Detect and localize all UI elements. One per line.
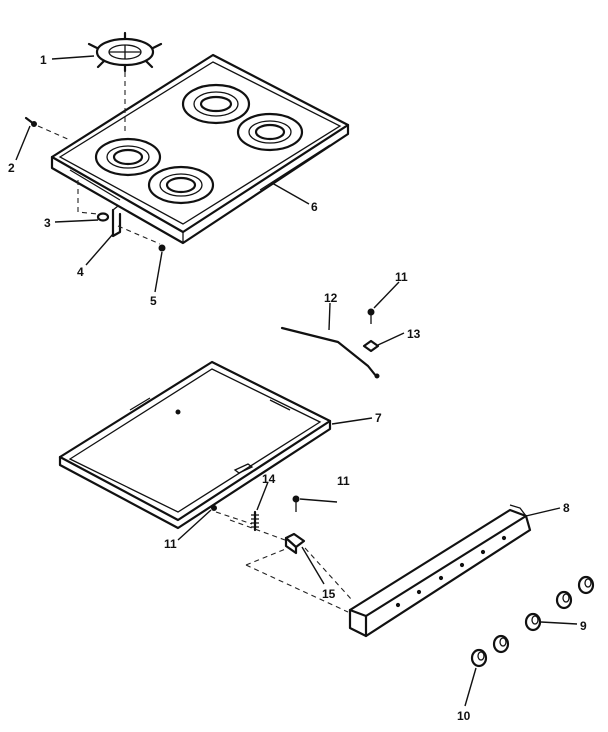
clip-3-alignment — [77, 180, 99, 215]
screw-part-11-upper — [367, 308, 375, 324]
callout-4: 4 — [77, 265, 84, 279]
rod-part-12 — [280, 326, 380, 379]
callout-8: 8 — [563, 501, 570, 515]
screw-11-alignment — [215, 511, 253, 525]
callout-2: 2 — [8, 161, 15, 175]
clip-part-13 — [362, 339, 380, 353]
burner-well-rear-left — [181, 83, 251, 125]
burner-well-front-right — [147, 165, 215, 205]
panel-alignment-right — [304, 547, 353, 601]
callout-11-lower: 11 — [164, 537, 177, 551]
callout-12: 12 — [324, 291, 338, 305]
callout-7: 7 — [375, 411, 382, 425]
bracket-part-15 — [284, 532, 306, 555]
callout-5: 5 — [150, 294, 157, 308]
callout-15: 15 — [322, 587, 336, 601]
callout-13: 13 — [407, 327, 421, 341]
callout-14: 14 — [262, 472, 276, 486]
callout-11-mid: 11 — [337, 474, 350, 488]
leader-lines — [15, 55, 578, 707]
burner-box-pan — [58, 360, 332, 530]
burner-well-front-left — [94, 137, 162, 177]
callout-1: 1 — [40, 53, 47, 67]
screw-part-11-mid — [292, 495, 300, 512]
panel-alignment-bottom — [245, 564, 349, 613]
control-knob-2 — [492, 634, 510, 654]
control-knob-4 — [555, 590, 573, 610]
clip-part-3 — [96, 212, 110, 222]
control-knob-3 — [524, 612, 542, 632]
screw-part-11-lower — [211, 505, 217, 511]
control-knob-1 — [470, 648, 488, 668]
screw-2-alignment — [37, 125, 71, 141]
cooktop-panel — [50, 53, 350, 245]
bracket-alignment-left — [245, 547, 289, 566]
bolt-part-14 — [251, 510, 259, 532]
callout-6: 6 — [311, 200, 318, 214]
burner-well-rear-right — [236, 112, 304, 152]
callout-10: 10 — [457, 709, 471, 723]
callout-11-upper: 11 — [395, 270, 408, 284]
control-knob-5 — [577, 575, 595, 595]
screw-part-2 — [24, 116, 37, 127]
screw-part-5 — [158, 244, 166, 252]
screw-5-alignment — [117, 225, 161, 245]
bracket-alignment-upper — [229, 519, 286, 541]
control-panel-part-8 — [348, 504, 532, 638]
callout-9: 9 — [580, 619, 587, 633]
hinge-bracket-part-4 — [111, 205, 122, 238]
callout-3: 3 — [44, 216, 51, 230]
burner-grate — [87, 31, 163, 73]
